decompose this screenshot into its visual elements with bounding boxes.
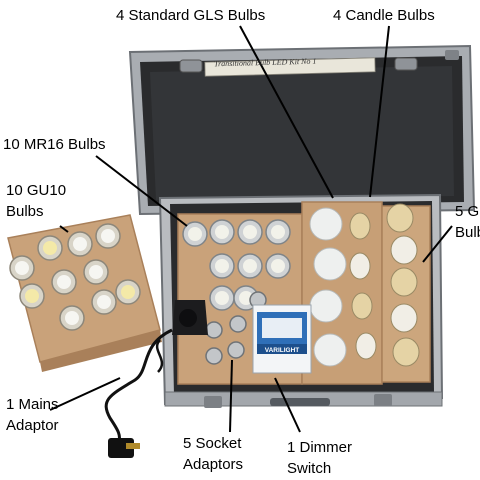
mr16-bulb-lens: [215, 291, 229, 305]
gu10-bulb-lens: [57, 275, 71, 289]
label-five-g-line2: Bulb: [455, 224, 480, 241]
label-gu10-line2: Bulbs: [6, 203, 44, 220]
dimmer-switch-box: VARILIGHT: [252, 304, 312, 374]
socket-adaptor: [205, 347, 223, 365]
mr16-bulb-lens: [271, 259, 285, 273]
gls-bulbs: [309, 207, 347, 367]
leader-lines: [49, 25, 453, 433]
candle-bulb: [390, 303, 418, 333]
candle-bulb: [355, 332, 377, 360]
dimmer-box-brand: VARILIGHT: [265, 347, 300, 354]
gu10-bulb-lens: [25, 289, 39, 303]
candle-bulb: [351, 292, 373, 320]
candle-bulbs: [349, 203, 420, 367]
label-mr16-bulbs: 10 MR16 Bulbs: [3, 136, 106, 153]
case-lid: [128, 44, 476, 216]
gu10-bulb-lens: [121, 285, 135, 299]
mr16-bulb-lens: [243, 225, 257, 239]
label-gls-bulbs: 4 Standard GLS Bulbs: [116, 7, 266, 24]
label-dimmer-line1: 1 Dimmer: [287, 439, 353, 456]
label-mains-line1: 1 Mains: [6, 396, 59, 413]
candle-bulb: [386, 203, 414, 233]
mr16-bulb-lens: [188, 227, 202, 241]
gls-bulb: [309, 207, 343, 241]
gu10-bulb-lens: [73, 237, 87, 251]
gu10-bulb-lens: [101, 229, 115, 243]
gu10-bulb-lens: [65, 311, 79, 325]
gls-bulb: [309, 289, 343, 323]
label-dimmer-line2: Switch: [287, 460, 332, 477]
label-gu10-line1: 10 GU10: [6, 182, 67, 199]
mr16-bulb-lens: [243, 259, 257, 273]
mr16-bulbs: [182, 219, 291, 311]
label-five-g-line1: 5 G: [455, 203, 480, 220]
candle-bulb: [349, 212, 371, 240]
candle-bulb: [390, 267, 418, 297]
gu10-bulb-lens: [43, 241, 57, 255]
socket-adaptor: [227, 341, 245, 359]
gu10-bulbs: [9, 223, 141, 331]
gls-bulb: [313, 333, 347, 367]
mr16-bulb-lens: [215, 259, 229, 273]
candle-bulb: [349, 252, 371, 280]
socket-adaptor: [205, 321, 223, 339]
label-candle-bulbs: 4 Candle Bulbs: [333, 7, 435, 24]
socket-adaptor: [229, 315, 247, 333]
gu10-bulb-lens: [15, 261, 29, 275]
mains-adaptor: [104, 300, 208, 458]
label-mains-line2: Adaptor: [6, 417, 59, 434]
gu10-bulb-lens: [89, 265, 103, 279]
candle-bulb: [392, 337, 420, 367]
mr16-bulb-lens: [271, 225, 285, 239]
gls-bulb: [313, 247, 347, 281]
label-socket-line2: Adaptors: [183, 456, 244, 473]
label-socket-line1: 5 Socket: [183, 435, 242, 452]
gu10-bulb-lens: [97, 295, 111, 309]
candle-bulb: [390, 235, 418, 265]
mr16-bulb-lens: [215, 225, 229, 239]
